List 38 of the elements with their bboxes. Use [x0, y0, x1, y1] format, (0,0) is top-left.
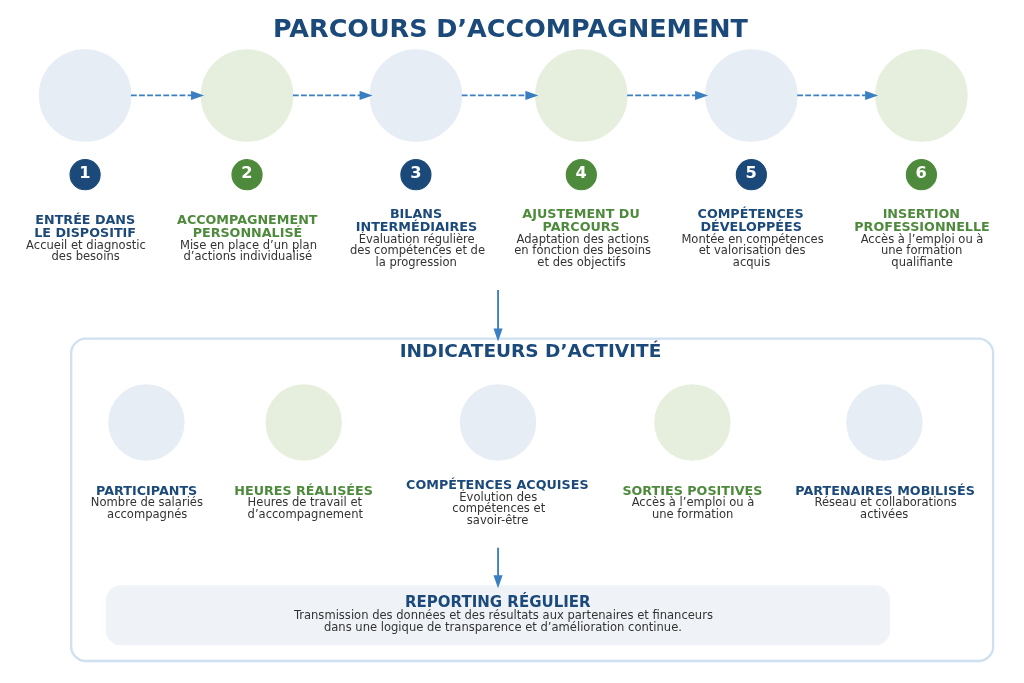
node-circle: [534, 49, 628, 142]
arrow: [493, 546, 503, 589]
node-label: Heures de travail et d’accompagnement: [247, 495, 363, 521]
node-label: ENTRÉE DANS LE DISPOSITIF: [33, 212, 136, 240]
node-label: Accueil et diagnostic des besoins: [25, 237, 146, 264]
arrow: [795, 90, 878, 100]
arrow: [460, 90, 538, 100]
node-circle: [874, 49, 968, 142]
node-box: REPORTING RÉGULIER Transmission des données et des résultats aux partenaires et financeurs dans une logique de transparence et d’amélioration continue.: [105, 585, 890, 646]
arrow: [291, 90, 373, 100]
node-circle: [459, 384, 536, 461]
node-label: Accès à l’emploi ou à une formation: [631, 495, 754, 521]
node-circle: [200, 49, 293, 142]
node-label: Nombre de salariés accompagnés: [90, 495, 203, 521]
node-circle: [265, 384, 342, 461]
node-circle: [704, 49, 798, 142]
node-circle: 1: [68, 159, 101, 191]
node-circle: 5: [735, 159, 767, 191]
arrow: [493, 289, 503, 342]
node-label: Réseau et collaborations activées: [813, 495, 957, 521]
node-circle: [107, 384, 185, 461]
arrow: [625, 90, 708, 100]
node-circle: 4: [565, 159, 597, 191]
node-label: Mise en place d’un plan d’actions individualisé: [179, 237, 317, 264]
node-label: Accès à l’emploi ou à une formation qualifiante: [860, 231, 983, 270]
node-label: ACCOMPAGNEMENT PERSONNALISÉ: [176, 212, 317, 240]
node-circle: [653, 384, 731, 461]
node-circle: 3: [399, 159, 432, 191]
node-circle: 6: [905, 159, 937, 191]
node-circle: [845, 384, 923, 461]
node-label: Adaptation des actions en fonction des besoins et des objectifs: [513, 231, 651, 270]
node-label: Montée en compétences et valorisation des acquis: [680, 231, 824, 270]
node-circle: [38, 49, 131, 142]
arrow: [129, 90, 204, 100]
node-circle: 2: [230, 159, 263, 191]
node-label: Évaluation régulière des compétences et de la progression: [349, 231, 485, 270]
diagram-title: PARCOURS D’ACCOMPAGNEMENT: [272, 12, 748, 43]
node-circle: [369, 49, 462, 142]
